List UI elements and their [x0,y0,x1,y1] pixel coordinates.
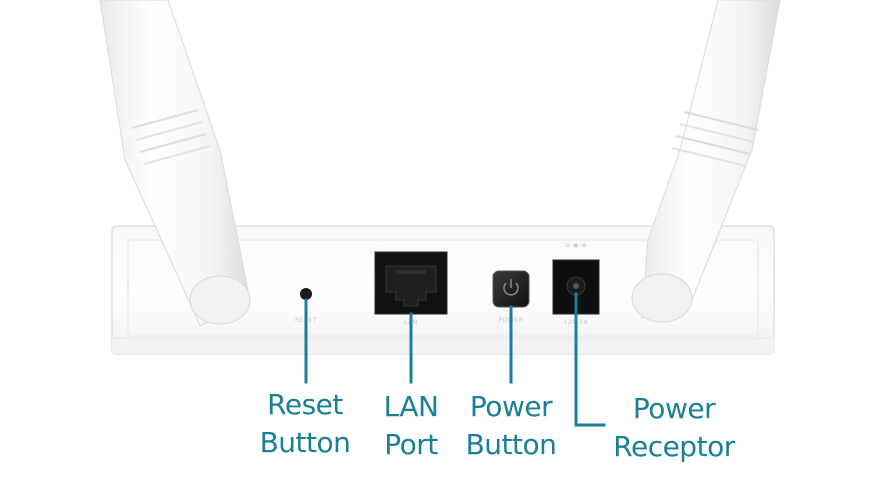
callout-power-button-line-1: Power [469,390,553,423]
power-icon [503,279,519,296]
left-antenna [99,0,251,327]
svg-text:⊖-◉-⊕: ⊖-◉-⊕ [565,242,587,249]
callout-reset-button: Reset Button [248,386,362,462]
callout-reset-line-2: Button [259,426,351,459]
callout-power-receptor: Power Receptor [604,390,744,466]
callout-power-button: Power Button [454,388,568,464]
callout-lan-line-2: Port [384,428,438,461]
right-antenna [631,0,781,323]
callout-power-receptor-line-1: Power [632,392,716,425]
callout-reset-line-1: Reset [267,388,343,421]
callout-lan-port: LAN Port [364,388,458,464]
callout-lan-line-1: LAN [383,390,439,423]
leader-lines [304,292,606,427]
power-receptor-leader-line [574,292,606,427]
lan-port: LAN [374,251,448,326]
callout-power-receptor-line-2: Receptor [613,430,735,463]
callout-power-button-line-2: Button [465,428,557,461]
